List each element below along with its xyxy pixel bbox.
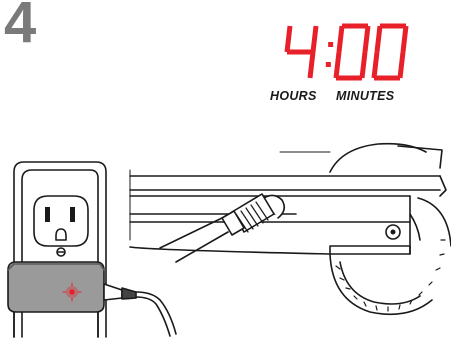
timer-colon-dot — [325, 62, 331, 67]
step-number: 4 — [4, 0, 37, 55]
indicator-light-icon — [62, 282, 82, 302]
hours-label: HOURS — [270, 89, 317, 103]
timer-digit-2 — [333, 23, 371, 81]
charging-cable-icon — [103, 283, 177, 337]
charger-adapter-icon — [7, 261, 105, 338]
timer-colon-dot — [328, 42, 334, 47]
timer-digit-0 — [284, 25, 319, 79]
scooter-wheel-icon — [329, 142, 451, 316]
timer-digit-3 — [371, 23, 409, 81]
minutes-label: MINUTES — [336, 89, 395, 103]
timer-digits — [284, 23, 409, 81]
charging-plug-icon — [159, 193, 286, 263]
